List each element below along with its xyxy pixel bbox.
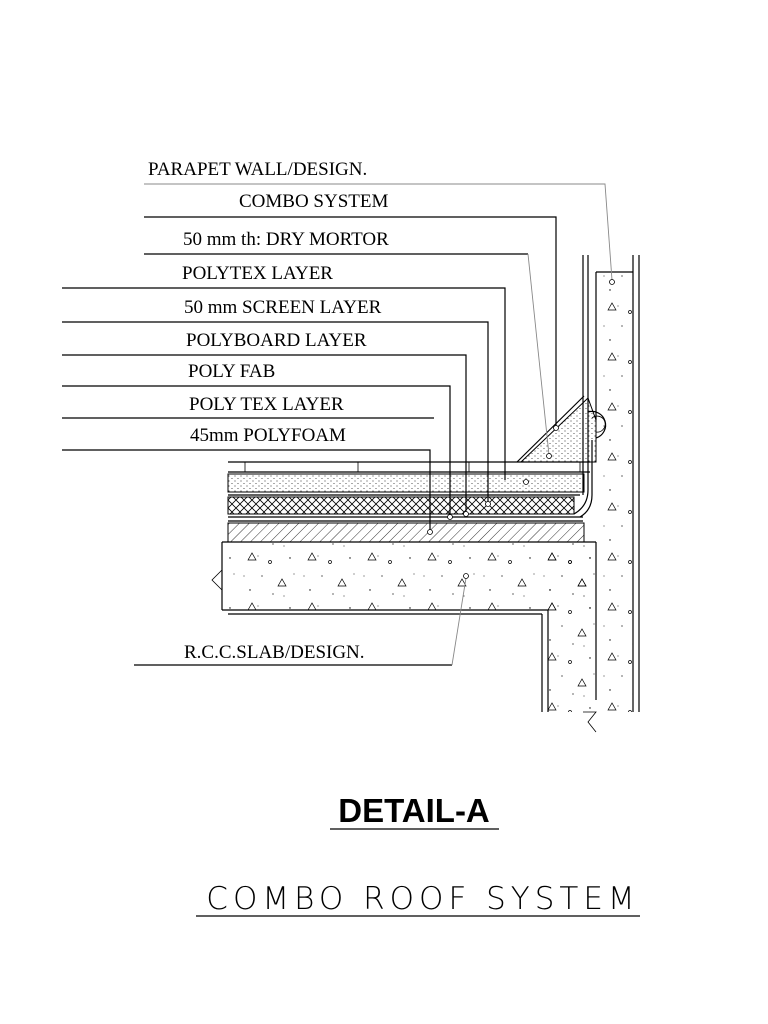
label-poly-fab: POLY FAB	[188, 361, 275, 382]
label-rcc-slab: R.C.C.SLAB/DESIGN.	[184, 642, 365, 663]
label-polyfoam: 45mm POLYFOAM	[190, 425, 346, 446]
label-dry-mortar: 50 mm th: DRY MORTOR	[183, 229, 389, 250]
leader-lines	[62, 183, 615, 666]
label-polyboard-layer: POLYBOARD LAYER	[186, 330, 367, 351]
detail-title: DETAIL-A	[338, 792, 490, 829]
roof-layers	[227, 440, 593, 543]
drawing-subtitle: COMBO ROOF SYSTEM	[206, 881, 639, 917]
rcc-slab	[211, 541, 597, 733]
label-poly-tex-layer: POLY TEX LAYER	[189, 394, 344, 415]
parapet-wall	[582, 255, 640, 712]
label-screen-layer: 50 mm SCREEN LAYER	[184, 297, 382, 318]
label-combo-system: COMBO SYSTEM	[239, 191, 388, 212]
label-parapet-wall: PARAPET WALL/DESIGN.	[148, 159, 367, 180]
label-polytex-layer: POLYTEX LAYER	[182, 263, 333, 284]
